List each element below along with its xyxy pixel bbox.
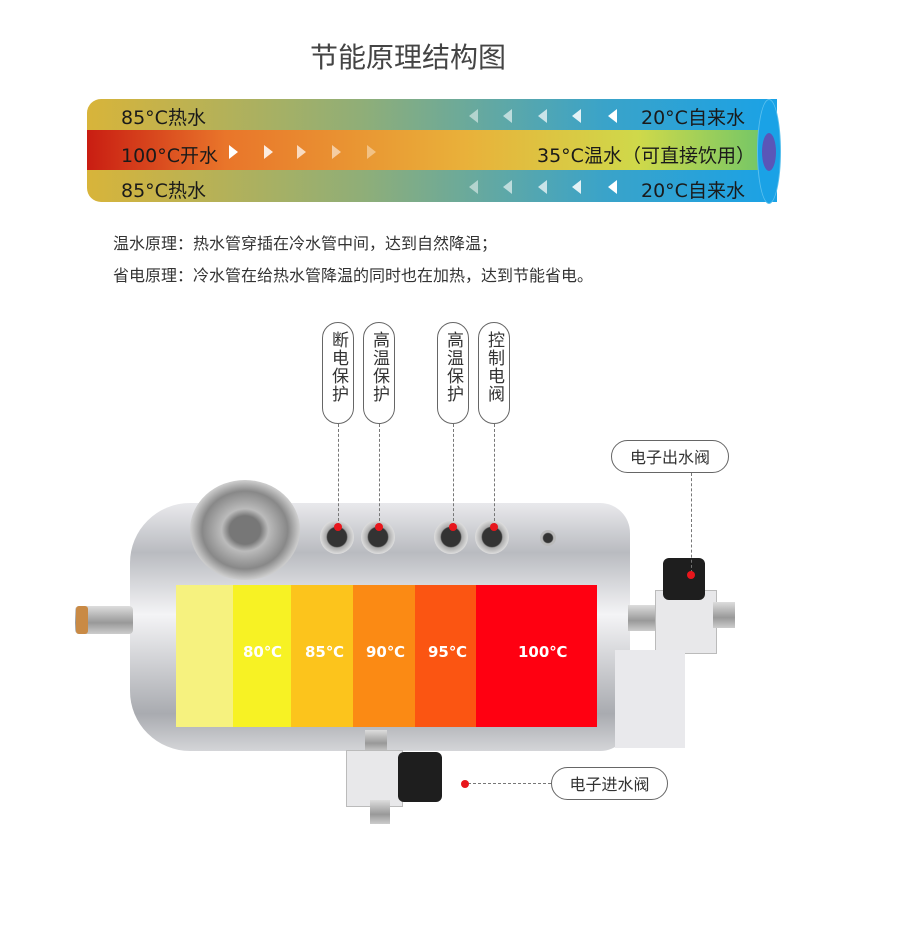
pipe-mid-right-label: 35°C温水（可直接饮用） xyxy=(537,145,755,167)
leader-line xyxy=(468,783,551,784)
temp-zone-80 xyxy=(233,585,291,727)
arrow-right-icon xyxy=(229,145,238,159)
arrow-left-icon xyxy=(503,109,512,123)
arrow-left-icon xyxy=(538,180,547,194)
arrow-left-icon xyxy=(572,109,581,123)
leader-line xyxy=(453,424,454,526)
leader-line xyxy=(494,424,495,526)
arrow-right-icon xyxy=(367,145,376,159)
warm-water-principle: 温水原理：热水管穿插在冷水管中间，达到自然降温； xyxy=(113,234,498,253)
pipe-top-left-label: 85°C热水 xyxy=(121,107,206,129)
marker-dot xyxy=(334,523,342,531)
inlet-valve-coil xyxy=(398,752,442,802)
arrow-left-icon xyxy=(572,180,581,194)
marker-dot xyxy=(687,571,695,579)
inlet-pipe xyxy=(365,730,387,752)
arrow-left-icon xyxy=(469,109,478,123)
temp-label-85: 85℃ xyxy=(305,643,345,661)
marker-dot xyxy=(449,523,457,531)
temp-zone-90 xyxy=(353,585,415,727)
power-saving-principle: 省电原理：冷水管在给热水管降温的同时也在加热，达到节能省电。 xyxy=(113,266,594,285)
callout-control-valve: 控制电阀 xyxy=(478,322,510,424)
callout-text: 高温保护 xyxy=(443,331,463,403)
mount-bracket xyxy=(615,650,685,748)
temp-label-80: 80℃ xyxy=(243,643,283,661)
leader-line xyxy=(379,424,380,526)
pipe-top-band xyxy=(87,99,777,130)
pipe-diagram: 85°C热水 20°C自来水 100°C开水 35°C温水（可直接饮用） 85°… xyxy=(87,99,777,202)
page-title: 节能原理结构图 xyxy=(309,41,506,74)
arrow-left-icon xyxy=(469,180,478,194)
callout-high-temp-protection-1: 高温保护 xyxy=(363,322,395,424)
temp-zone-95 xyxy=(415,585,476,727)
pipe-top-right-label: 20°C自来水 xyxy=(641,107,745,129)
leader-line xyxy=(338,424,339,526)
temp-label-100: 100℃ xyxy=(518,643,568,661)
pipe-middle-band xyxy=(87,130,777,170)
outlet-valve-coil xyxy=(663,558,705,600)
temp-label-95: 95℃ xyxy=(428,643,468,661)
heating-flange xyxy=(190,480,300,580)
pipe-bottom-left-label: 85°C热水 xyxy=(121,180,206,202)
arrow-right-icon xyxy=(264,145,273,159)
leader-line xyxy=(691,473,692,573)
callout-text: 控制电阀 xyxy=(484,331,504,403)
temp-zone-100 xyxy=(476,585,597,727)
marker-dot xyxy=(490,523,498,531)
inlet-cap xyxy=(76,606,88,634)
pipe-end-cap xyxy=(757,99,781,204)
temp-zone xyxy=(176,585,233,727)
arrow-right-icon xyxy=(332,145,341,159)
callout-text: 断电保护 xyxy=(328,331,348,403)
marker-dot xyxy=(461,780,469,788)
inlet-thread xyxy=(370,800,390,824)
pipe-mid-left-label: 100°C开水 xyxy=(121,145,219,167)
marker-dot xyxy=(375,523,383,531)
arrow-right-icon xyxy=(297,145,306,159)
arrow-left-icon xyxy=(538,109,547,123)
arrow-left-icon xyxy=(608,109,617,123)
callout-power-cut-protection: 断电保护 xyxy=(322,322,354,424)
callout-text: 高温保护 xyxy=(369,331,389,403)
tank-port xyxy=(540,530,556,546)
temp-zone-85 xyxy=(291,585,353,727)
callout-inlet-valve: 电子进水阀 xyxy=(551,767,668,800)
pipe-inner-end xyxy=(762,133,776,171)
arrow-left-icon xyxy=(608,180,617,194)
temp-label-90: 90℃ xyxy=(366,643,406,661)
arrow-left-icon xyxy=(503,180,512,194)
outlet-pipe xyxy=(628,605,658,631)
callout-outlet-valve: 电子出水阀 xyxy=(611,440,729,473)
outlet-thread xyxy=(713,602,735,628)
pipe-bottom-right-label: 20°C自来水 xyxy=(641,180,745,202)
pipe-bottom-band xyxy=(87,170,777,202)
inlet-valve-body xyxy=(346,750,403,807)
callout-high-temp-protection-2: 高温保护 xyxy=(437,322,469,424)
